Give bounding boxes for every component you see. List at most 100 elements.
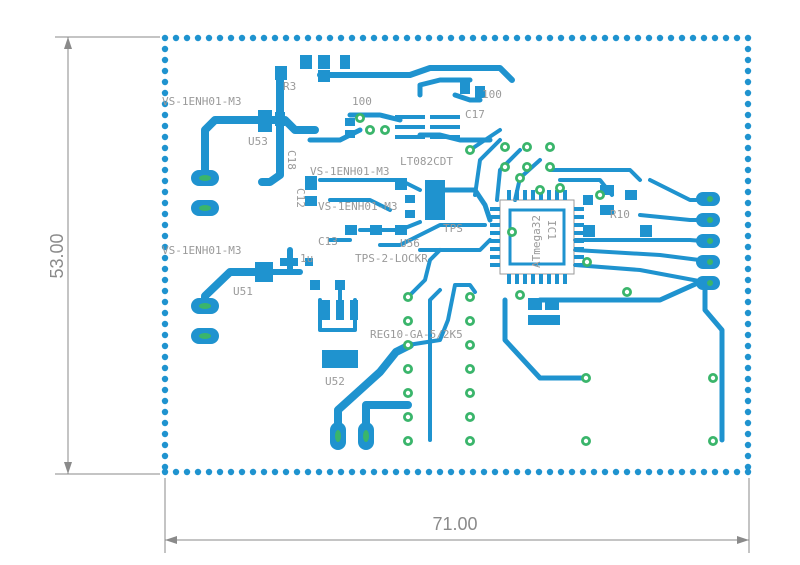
outline-dot	[161, 56, 169, 64]
outline-dot	[535, 34, 543, 42]
outline-dot	[513, 468, 521, 476]
outline-dot	[249, 468, 257, 476]
outline-dot	[304, 468, 312, 476]
via-hole	[467, 342, 473, 348]
outline-dot	[161, 408, 169, 416]
outline-dot	[744, 276, 752, 284]
outline-dot	[744, 463, 752, 471]
via-hole	[405, 342, 411, 348]
outline-dot	[205, 468, 213, 476]
outline-dot	[491, 468, 499, 476]
outline-dot	[238, 34, 246, 42]
outline-dot	[161, 34, 169, 42]
label-ic1: IC1	[545, 220, 558, 240]
outline-dot	[744, 298, 752, 306]
outline-dot	[161, 375, 169, 383]
height-dimension-label: 53.00	[47, 233, 67, 278]
outline-dot	[623, 34, 631, 42]
outline-dot	[744, 419, 752, 427]
via-hole	[405, 438, 411, 444]
label-cap100a: 100	[352, 95, 372, 108]
qfp-pin	[490, 239, 500, 243]
outline-dot	[612, 468, 620, 476]
outline-dot	[744, 287, 752, 295]
via-hole	[405, 366, 411, 372]
outline-dot	[700, 468, 708, 476]
outline-dot	[348, 34, 356, 42]
qfp-pin	[574, 263, 584, 267]
via-hole	[367, 127, 373, 133]
outline-dot	[744, 320, 752, 328]
outline-dot	[161, 397, 169, 405]
outline-dot	[161, 320, 169, 328]
via-hole	[467, 414, 473, 420]
via-hole	[597, 192, 603, 198]
outline-dot	[315, 468, 323, 476]
outline-dot	[172, 468, 180, 476]
outline-dot	[667, 34, 675, 42]
outline-dot	[161, 155, 169, 163]
board-outline	[161, 34, 752, 476]
outline-dot	[216, 468, 224, 476]
outline-dot	[667, 468, 675, 476]
outline-dot	[744, 397, 752, 405]
label-vs2: VS-1ENH01-M3	[162, 244, 241, 257]
via-hole	[357, 115, 363, 121]
outline-dot	[381, 34, 389, 42]
qfp-pin	[555, 274, 559, 284]
via-hole	[467, 390, 473, 396]
qfp-pin	[523, 274, 527, 284]
via-hole	[517, 292, 523, 298]
qfp-pin	[563, 190, 567, 200]
outline-dot	[326, 468, 334, 476]
outline-dot	[183, 34, 191, 42]
outline-dot	[161, 342, 169, 350]
label-u53: U53	[248, 135, 268, 148]
outline-dot	[161, 45, 169, 53]
outline-dot	[557, 468, 565, 476]
outline-dot	[238, 468, 246, 476]
via-hole	[547, 144, 553, 150]
via-hole	[382, 127, 388, 133]
outline-dot	[744, 452, 752, 460]
outline-dot	[447, 468, 455, 476]
outline-dot	[304, 34, 312, 42]
qfp-pin	[531, 190, 535, 200]
outline-dot	[260, 34, 268, 42]
outline-dot	[744, 78, 752, 86]
outline-dot	[744, 89, 752, 97]
horizontal-dimension: 71.00	[164, 478, 750, 553]
outline-dot	[535, 468, 543, 476]
label-cap1u: 1u	[300, 252, 313, 265]
label-atmega: ATmega32	[530, 215, 543, 268]
qfp-pin	[574, 215, 584, 219]
outline-dot	[568, 468, 576, 476]
outline-dot	[491, 34, 499, 42]
via-hole	[710, 375, 716, 381]
outline-dot	[469, 468, 477, 476]
via-hole	[583, 375, 589, 381]
outline-dot	[348, 468, 356, 476]
outline-dot	[392, 468, 400, 476]
outline-dot	[744, 468, 752, 476]
qfp-pin	[574, 231, 584, 235]
outline-dot	[161, 386, 169, 394]
qfp-pin	[490, 247, 500, 251]
outline-dot	[744, 375, 752, 383]
outline-dot	[392, 34, 400, 42]
outline-dot	[194, 468, 202, 476]
outline-dot	[161, 287, 169, 295]
outline-dot	[282, 468, 290, 476]
outline-dot	[161, 210, 169, 218]
outline-dot	[436, 34, 444, 42]
outline-dot	[161, 468, 169, 476]
label-vs4: VS-1ENH01-M3	[318, 200, 397, 213]
outline-dot	[359, 34, 367, 42]
outline-dot	[161, 419, 169, 427]
outline-dot	[502, 34, 510, 42]
outline-dot	[414, 468, 422, 476]
qfp-pin	[490, 215, 500, 219]
qfp-pin	[490, 207, 500, 211]
qfp-pin	[507, 190, 511, 200]
